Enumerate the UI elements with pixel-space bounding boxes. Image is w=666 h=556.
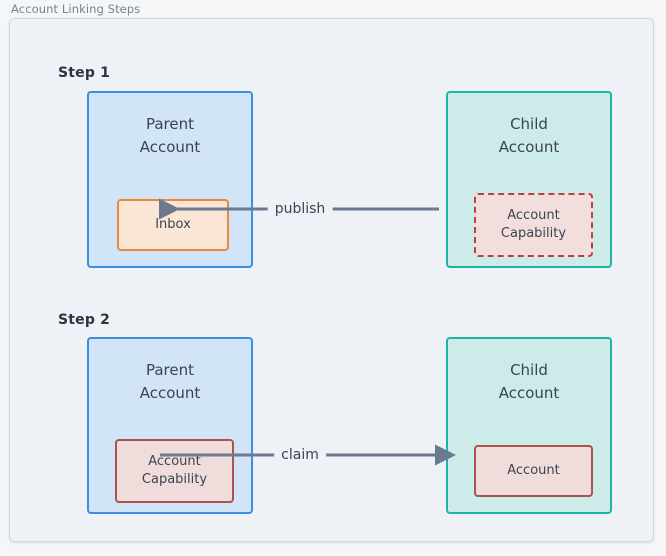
step-2-parent-account-box[interactable]: Parent Account Account Capability (87, 337, 253, 514)
step-2-claim-arrow-label: claim (274, 447, 326, 463)
step-2-parent-account-title: Parent Account (139, 361, 201, 402)
step-2-child-account-title: Child Account (498, 361, 560, 402)
step-2-label: Step 2 (58, 312, 111, 328)
step-2-child-account-chip[interactable]: Account (474, 445, 593, 497)
figure-title: Account Linking Steps (11, 2, 141, 16)
step-1-parent-inbox-chip[interactable]: Inbox (117, 199, 229, 251)
step-1-parent-account-title: Parent Account (139, 115, 201, 156)
step-1-child-account-capability-chip[interactable]: Account Capability (474, 193, 593, 257)
step-1-parent-account-box[interactable]: Parent Account Inbox (87, 91, 253, 268)
step-1-publish-arrow-label: publish (267, 201, 333, 217)
step-2-parent-account-capability-chip[interactable]: Account Capability (115, 439, 234, 503)
step-2-child-account-box[interactable]: Child Account Account (446, 337, 612, 514)
step-1-child-account-box[interactable]: Child Account Account Capability (446, 91, 612, 268)
diagram-canvas: Step 1 Parent Account Inbox Child Accoun… (9, 18, 654, 542)
step-1-child-account-title: Child Account (498, 115, 560, 156)
step-1-label: Step 1 (58, 65, 111, 81)
